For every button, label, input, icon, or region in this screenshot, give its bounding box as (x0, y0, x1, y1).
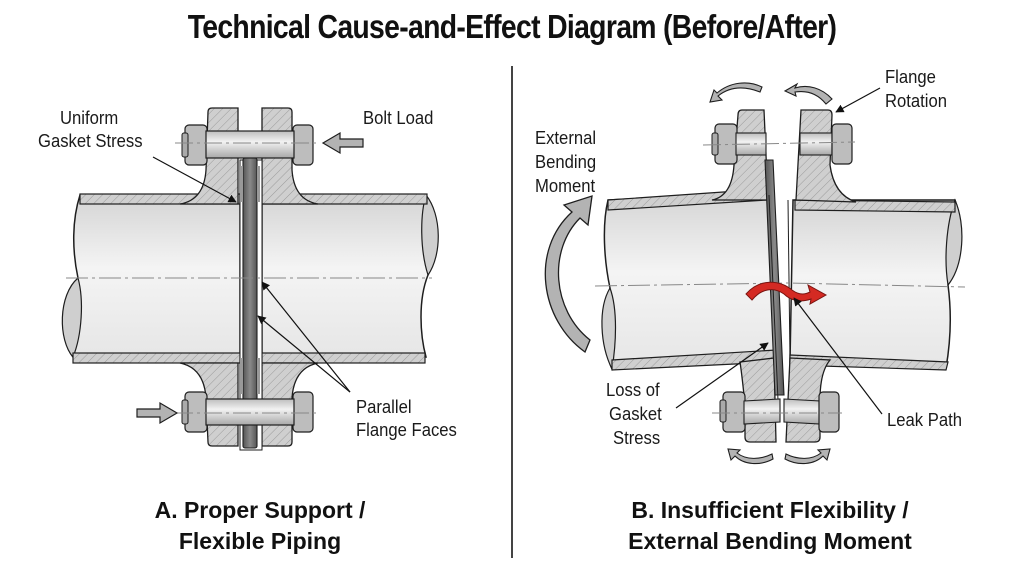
label-leak-path: Leak Path (887, 409, 962, 430)
caption-b-line1: B. Insufficient Flexibility / (631, 497, 909, 523)
rotation-arrow-bottom-left (727, 448, 774, 465)
bolt-load-arrow-bottom (136, 401, 179, 425)
label-moment: Moment (535, 175, 596, 196)
bending-moment-arrow (544, 195, 593, 354)
pipe-left-b (601, 188, 777, 371)
bolt-bottom-b (719, 391, 840, 433)
caption-b-line2: External Bending Moment (628, 528, 912, 554)
label-gasket: Gasket (609, 403, 662, 424)
label-stress: Stress (613, 427, 661, 448)
pipe-left-a (61, 194, 241, 359)
label-flange-faces: Flange Faces (356, 419, 457, 440)
panel-b-drawing (544, 82, 966, 465)
leak-path-arrow (745, 281, 828, 305)
diagram-title: Technical Cause-and-Effect Diagram (Befo… (187, 8, 837, 45)
pipe-right-a (261, 193, 439, 358)
label-parallel: Parallel (356, 396, 412, 417)
rotation-arrow-top-right (783, 82, 833, 105)
label-bolt-load: Bolt Load (363, 107, 434, 128)
label-gasket-stress: Gasket Stress (38, 130, 143, 151)
rotation-arrow-bottom-right (784, 448, 831, 465)
bolt-top-a (181, 124, 314, 166)
bolt-bottom-a (181, 391, 314, 433)
label-rotation: Rotation (885, 90, 948, 111)
label-uniform: Uniform (60, 107, 119, 128)
panel-a-drawing (61, 107, 439, 451)
label-loss-of: Loss of (606, 379, 660, 400)
caption-panel-a: A. Proper Support / Flexible Piping (100, 495, 420, 557)
label-bending: Bending (535, 151, 597, 172)
caption-panel-b: B. Insufficient Flexibility / External B… (560, 495, 980, 557)
bolt-top-b (711, 123, 853, 165)
bolt-load-arrow-top (321, 131, 364, 155)
pipe-right-b (789, 198, 963, 371)
rotation-arrow-top-left (709, 82, 763, 103)
caption-a-line2: Flexible Piping (178, 528, 342, 554)
label-flange: Flange (885, 66, 936, 87)
label-external: External (535, 127, 597, 148)
caption-a-line1: A. Proper Support / (154, 497, 366, 523)
